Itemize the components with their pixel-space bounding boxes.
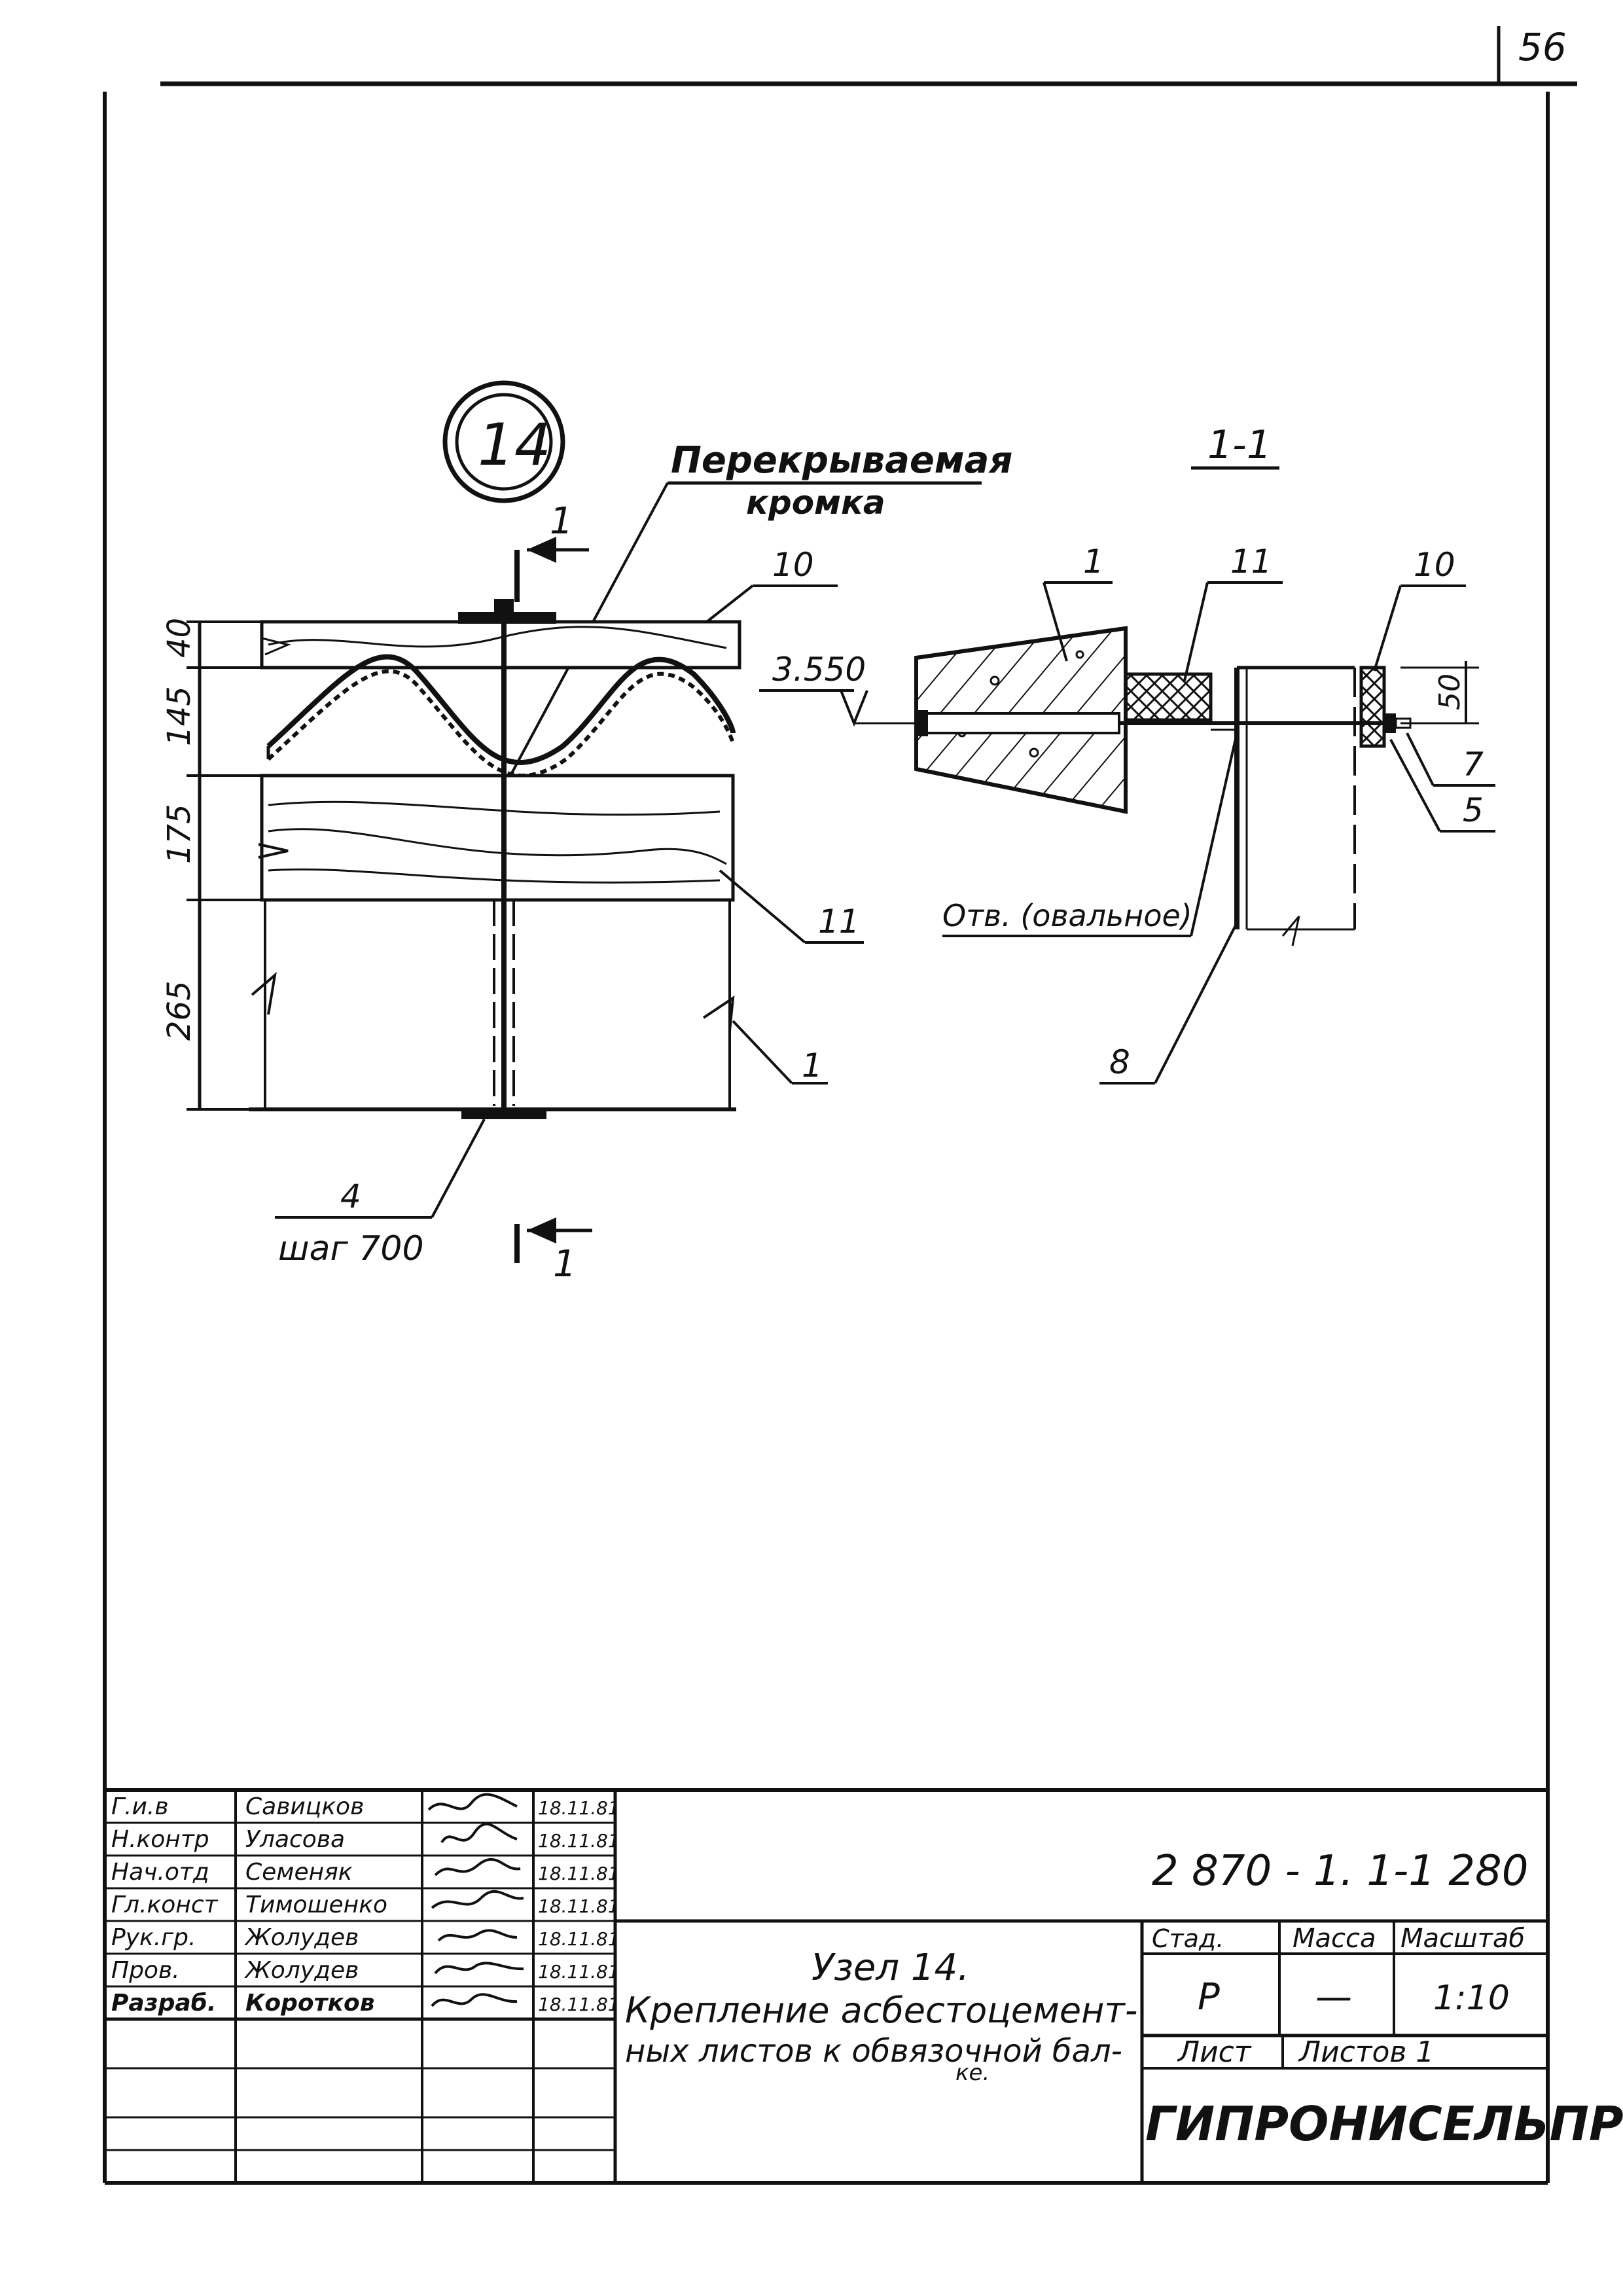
stage-header: Стад.: [1152, 1924, 1224, 1953]
dim-265: 265: [161, 980, 198, 1041]
node-title: Узел 14.: [812, 1946, 969, 1989]
node-mark: 14: [478, 411, 551, 478]
staff-role: Нач.отд: [111, 1859, 209, 1886]
document-code: 2 870 - 1. 1-1 280: [1152, 1847, 1528, 1895]
callout-11-section: 11: [1230, 543, 1272, 581]
signature: [437, 1929, 518, 1942]
staff-row: Гл.конст Тимошенко 18.11.81: [111, 1890, 620, 1918]
scale-value: 1:10: [1433, 1979, 1510, 2018]
callout-4: 4: [340, 1177, 361, 1215]
bolt-step: шаг 700: [278, 1229, 424, 1268]
staff-row: Пров. Жолудев 18.11.81: [111, 1957, 620, 1984]
description-line2: ных листов к обвязочной бал-: [625, 2033, 1122, 2070]
signature: [431, 1890, 524, 1909]
staff-date: 18.11.81: [538, 1863, 620, 1884]
callout-5: 5: [1463, 791, 1484, 829]
description-line1: Крепление асбестоцемент-: [625, 1990, 1137, 2031]
staff-role: Г.и.в: [111, 1793, 169, 1820]
sheet-frame: [103, 26, 1577, 2185]
node-mark-inner-circle: [455, 393, 553, 491]
staff-row: Нач.отд Семеняк 18.11.81: [111, 1857, 620, 1886]
dim-50: 50: [1433, 673, 1467, 710]
sheet-number: 56: [1518, 25, 1567, 69]
callout-11-node: 11: [818, 903, 860, 941]
title-block: Г.и.в Савицков 18.11.81 Н.контр Уласова …: [105, 1788, 1623, 2183]
staff-name: Семеняк: [245, 1859, 353, 1886]
node-mark-circle: [442, 380, 565, 503]
signature: [434, 1962, 524, 1975]
signature: [440, 1823, 518, 1844]
overlap-label-line1: Перекрываемая: [671, 439, 1012, 482]
staff-role: Пров.: [111, 1957, 180, 1984]
mass-value: —: [1315, 1976, 1352, 2018]
staff-role: Разраб.: [111, 1990, 216, 2017]
callout-1-node: 1: [802, 1047, 823, 1085]
staff-date: 18.11.81: [538, 1895, 620, 1917]
staff-row: Рук.гр. Жолудев 18.11.81: [111, 1924, 620, 1951]
staff-name: Жолудев: [244, 1957, 359, 1984]
organization-name: ГИПРОНИСЕЛЬПРОМ: [1145, 2096, 1623, 2151]
stage-value: Р: [1198, 1976, 1220, 2018]
sheet-label: Лист: [1177, 2036, 1252, 2069]
scale-header: Масштаб: [1400, 1924, 1525, 1954]
dim-40: 40: [161, 618, 198, 658]
staff-name: Тимошенко: [245, 1892, 387, 1918]
description-line3: ке.: [955, 2060, 990, 2086]
staff-date: 18.11.81: [538, 1830, 620, 1852]
signature: [434, 1857, 521, 1876]
dim-145: 145: [161, 686, 198, 746]
signature: [427, 1793, 518, 1811]
cut-mark-bottom: 1: [553, 1243, 577, 1285]
callout-1-section: 1: [1083, 543, 1104, 581]
signature: [431, 1993, 518, 2007]
staff-date: 18.11.81: [538, 1994, 620, 2015]
mass-header: Масса: [1293, 1924, 1376, 1954]
elevation-mark: 3.550: [772, 651, 866, 689]
callout-8: 8: [1109, 1043, 1130, 1081]
staff-name: Жолудев: [244, 1924, 359, 1951]
staff-name: Уласова: [245, 1826, 345, 1853]
staff-name: Коротков: [245, 1990, 374, 2017]
node-14-view: 14 Перекрываемая кромка 1 1: [161, 380, 1012, 1285]
overlap-label-line2: кромка: [746, 484, 885, 522]
cut-mark-top: 1: [550, 500, 573, 543]
callout-10-node: 10: [772, 546, 814, 584]
section-mark: 1-1: [1207, 422, 1272, 468]
staff-date: 18.11.81: [538, 1928, 620, 1950]
staff-role: Н.контр: [111, 1826, 209, 1853]
staff-date: 18.11.81: [538, 1797, 620, 1819]
staff-date: 18.11.81: [538, 1961, 620, 1982]
staff-row: Разраб. Коротков 18.11.81: [111, 1990, 620, 2017]
staff-role: Рук.гр.: [111, 1924, 196, 1951]
staff-row: Г.и.в Савицков 18.11.81: [111, 1793, 620, 1820]
callout-7: 7: [1463, 745, 1484, 783]
staff-row: Н.контр Уласова 18.11.81: [111, 1823, 620, 1853]
dim-175: 175: [161, 804, 198, 864]
staff-name: Савицков: [245, 1793, 364, 1820]
staff-role: Гл.конст: [111, 1892, 219, 1918]
sheets-label: Листов 1: [1298, 2036, 1434, 2069]
callout-10-section: 10: [1414, 546, 1455, 584]
hole-label: Отв. (овальное): [942, 898, 1192, 933]
section-1-1-view: 1-1 3.550 50: [759, 422, 1495, 1085]
